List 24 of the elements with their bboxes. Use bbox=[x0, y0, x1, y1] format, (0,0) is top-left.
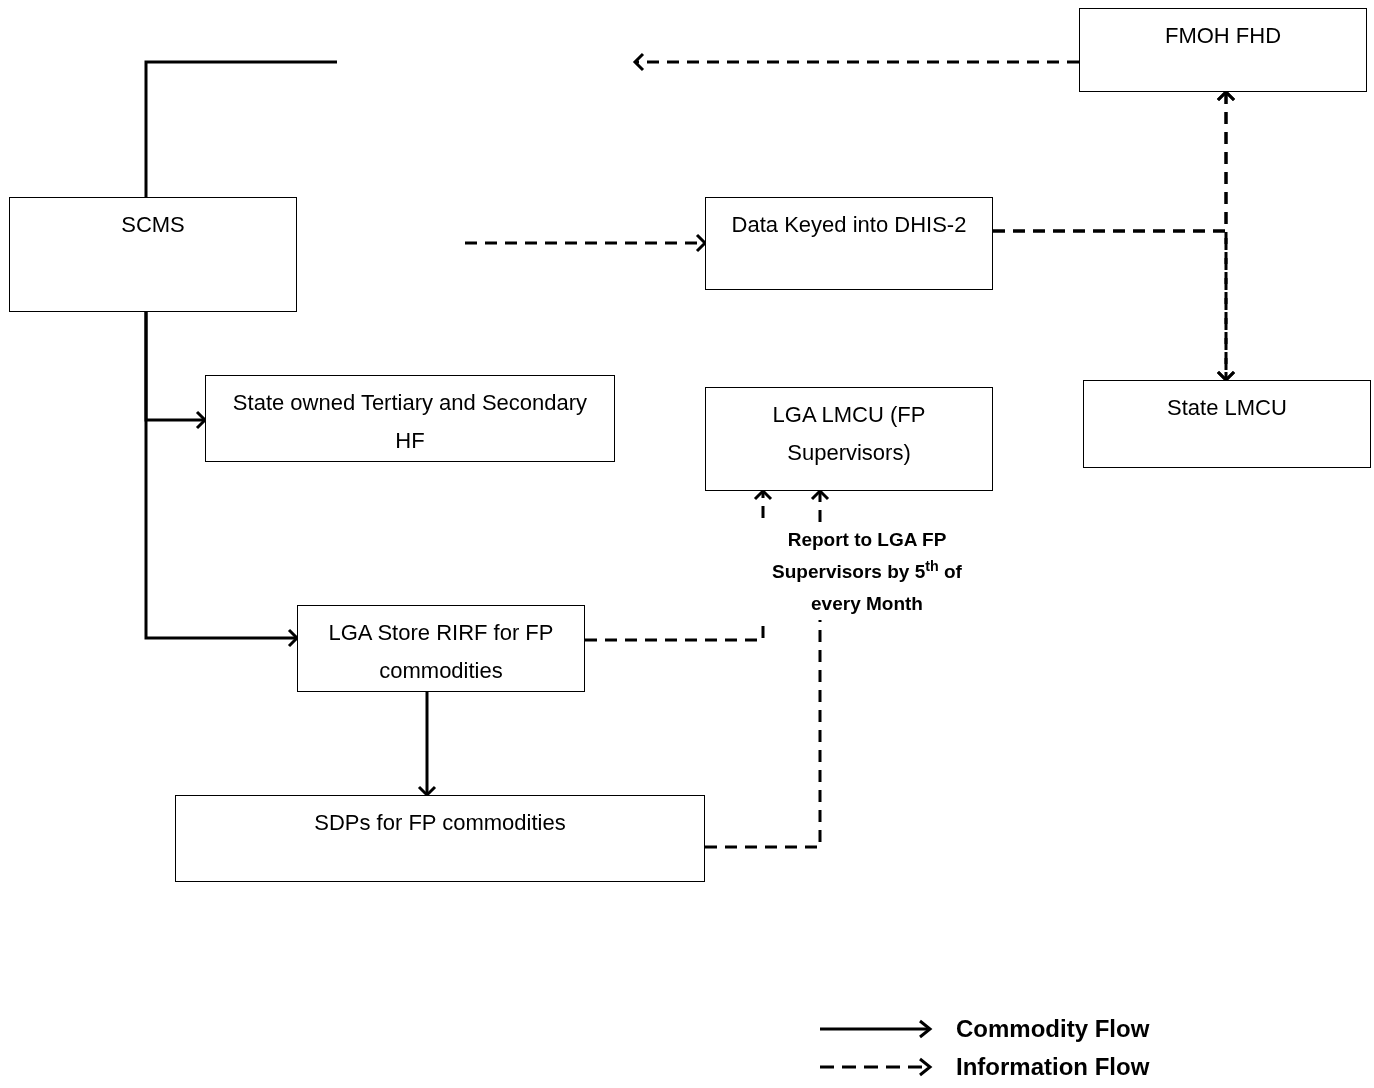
box-label: LGA LMCU (FP Supervisors) bbox=[771, 401, 927, 467]
process-box bbox=[9, 197, 297, 312]
process-box bbox=[705, 387, 993, 491]
legend-label: Information Flow bbox=[956, 1052, 1150, 1082]
process-box bbox=[1083, 380, 1371, 468]
box-label: SCMS bbox=[121, 211, 185, 239]
arrow bbox=[465, 233, 707, 253]
arrow bbox=[144, 312, 299, 648]
arrow bbox=[633, 52, 1079, 72]
box-label: FMOH FHD bbox=[1164, 22, 1282, 50]
process-box bbox=[175, 795, 705, 882]
process-box bbox=[297, 605, 585, 692]
process-box bbox=[205, 375, 615, 462]
box-label: State LMCU bbox=[1167, 394, 1287, 422]
box-label: LGA Store RIRF for FP commodities bbox=[327, 619, 555, 685]
arrow bbox=[993, 229, 1236, 382]
arrow bbox=[417, 692, 437, 797]
process-box bbox=[1079, 8, 1367, 92]
connector-line bbox=[144, 60, 337, 197]
box-label: SDPs for FP commodities bbox=[314, 809, 566, 837]
legend-label: Commodity Flow bbox=[956, 1014, 1150, 1044]
process-box bbox=[705, 197, 993, 290]
box-label: Data Keyed into DHIS-2 bbox=[731, 211, 967, 239]
box-label: State owned Tertiary and Secondary HF bbox=[231, 389, 589, 455]
